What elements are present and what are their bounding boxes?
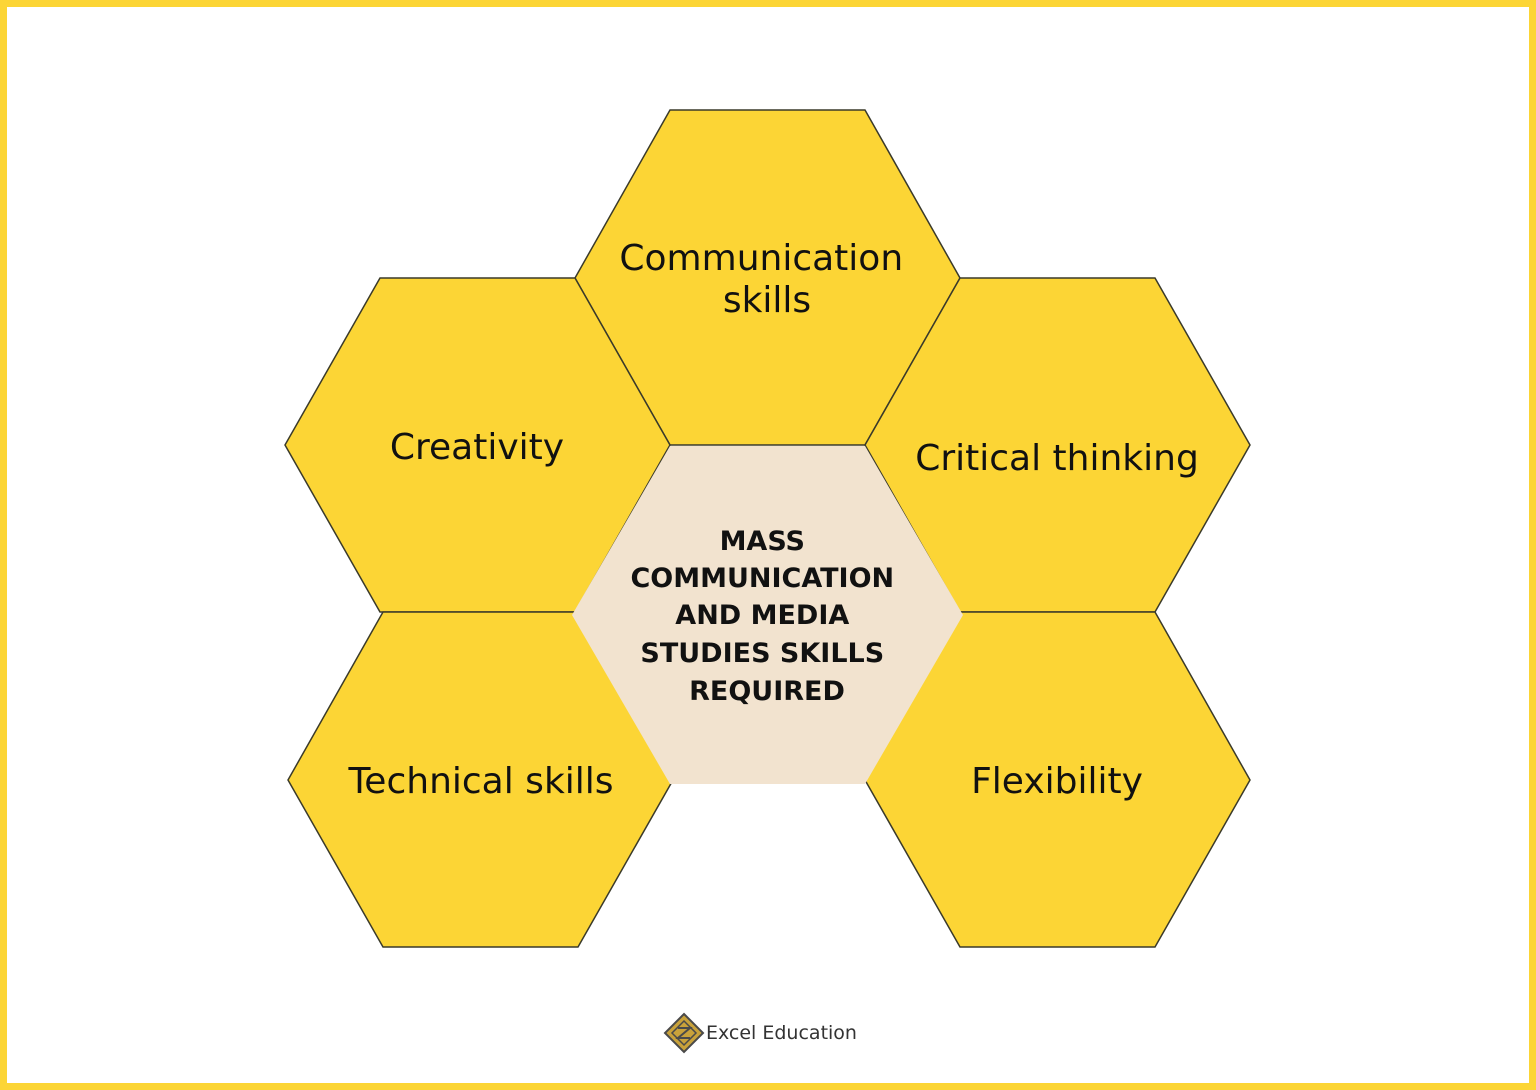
hex-communication-skills-label: Communication skills — [619, 238, 914, 321]
brand-footer: Excel Education — [663, 1012, 857, 1054]
hex-creativity-line-1: Creativity — [390, 427, 564, 468]
center-title-line-4: STUDIES SKILLS — [640, 638, 884, 669]
hex-creativity: Creativity — [284, 277, 671, 613]
hex-critical-thinking-line-1: Critical thinking — [915, 438, 1199, 479]
hex-creativity-shape — [284, 277, 671, 613]
hex-creativity-label: Creativity — [390, 427, 564, 468]
center-title-line-2: COMMUNICATION — [630, 563, 894, 594]
brand-name: Excel Education — [706, 1022, 857, 1044]
hex-communication-skills-line-2: skills — [723, 280, 811, 321]
hex-technical-skills-label: Technical skills — [347, 761, 613, 802]
hex-communication-skills: Communication skills — [574, 109, 961, 446]
hex-technical-skills-line-1: Technical skills — [347, 761, 613, 802]
hex-center: MASS COMMUNICATION AND MEDIA STUDIES SKI… — [572, 446, 963, 784]
excel-education-logo-icon — [663, 1012, 705, 1054]
hex-critical-thinking-label: Critical thinking — [915, 438, 1199, 479]
hex-communication-skills-line-1: Communication — [619, 238, 903, 279]
hex-center-shape — [572, 446, 963, 784]
hex-technical-skills: Technical skills — [287, 611, 674, 948]
hex-flexibility-label: Flexibility — [971, 761, 1143, 802]
center-title-line-5: REQUIRED — [689, 676, 845, 707]
hex-flexibility-line-1: Flexibility — [971, 761, 1143, 802]
center-title-line-3: AND MEDIA — [675, 600, 849, 631]
center-title-line-1: MASS — [720, 526, 805, 557]
center-title: MASS COMMUNICATION AND MEDIA STUDIES SKI… — [630, 526, 903, 707]
